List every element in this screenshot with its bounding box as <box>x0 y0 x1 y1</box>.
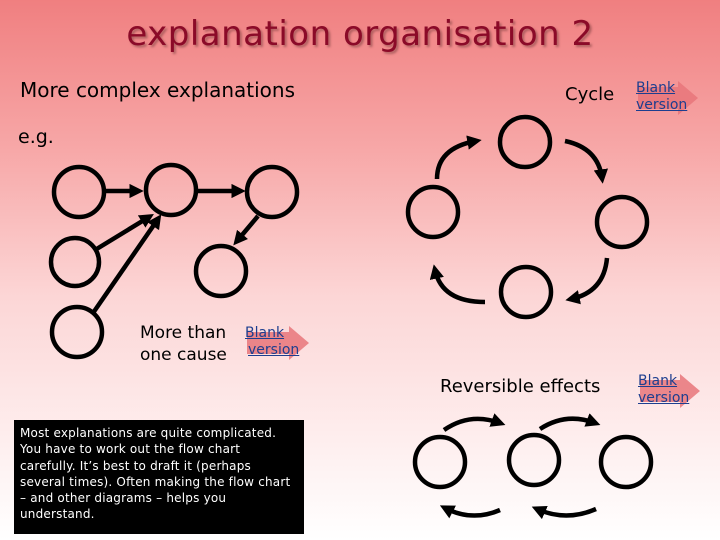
flowchart-example <box>48 162 300 360</box>
more-than-line1: More than <box>140 323 227 343</box>
cycle-node <box>497 114 553 170</box>
flow-node <box>49 304 105 360</box>
flow-node <box>244 164 300 220</box>
flow-arrow <box>91 214 162 315</box>
reversible-arrow <box>442 413 506 432</box>
more-than-blank-line1: Blank <box>245 325 285 341</box>
flow-node <box>193 243 249 299</box>
reversible-node <box>506 432 562 488</box>
cycle-label: Cycle <box>565 84 615 105</box>
cycle-arrow <box>565 257 610 305</box>
subtitle: More complex explanations <box>20 78 296 102</box>
cycle-arrow <box>429 264 486 305</box>
reversible-blank-line2: version <box>638 390 690 406</box>
reversible-diagram <box>412 413 654 520</box>
more-than-one-cause-blank-version-link[interactable]: Blank version <box>245 325 311 361</box>
cycle-blank-version-link[interactable]: Blank version <box>636 80 700 116</box>
more-than-blank-line2: version <box>248 342 300 358</box>
cycle-blank-line2: version <box>636 97 688 113</box>
page-title: explanation organisation 2 <box>126 14 594 54</box>
arrow-right-icon <box>640 374 700 408</box>
more-than-one-cause-label: More than one cause <box>140 322 227 366</box>
cycle-diagram <box>405 114 650 320</box>
explanation-note: Most explanations are quite complicated.… <box>14 420 304 534</box>
cycle-blank-line1: Blank <box>636 80 676 96</box>
reversible-arrow <box>538 413 601 431</box>
reversible-blank-version-link[interactable]: Blank version <box>638 373 702 409</box>
flow-node <box>48 235 102 289</box>
cycle-node <box>405 184 461 240</box>
flow-arrow <box>233 214 260 246</box>
flow-node <box>143 162 199 218</box>
example-label: e.g. <box>18 126 54 148</box>
reversible-node <box>412 434 468 490</box>
flow-node <box>51 164 107 220</box>
cycle-node <box>498 264 554 320</box>
flow-arrow <box>93 213 154 252</box>
arrow-right-icon <box>247 326 309 360</box>
cycle-node <box>594 194 650 250</box>
cycle-arrow <box>434 135 482 180</box>
more-than-line2: one cause <box>140 345 227 365</box>
reversible-node <box>598 434 654 490</box>
reversible-blank-line1: Blank <box>638 373 678 389</box>
cycle-arrow <box>564 138 608 184</box>
arrow-right-icon <box>638 81 698 115</box>
reversible-effects-label: Reversible effects <box>440 376 601 397</box>
reversible-arrow <box>531 505 597 520</box>
reversible-arrow <box>439 505 501 519</box>
